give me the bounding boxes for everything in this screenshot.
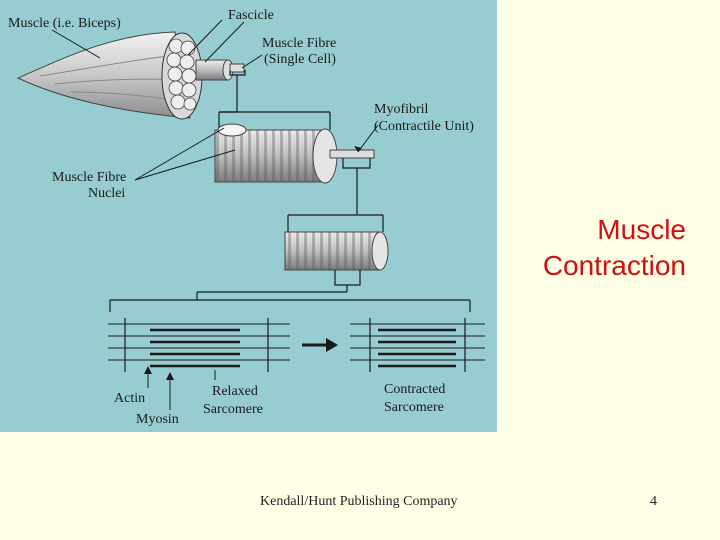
contraction-arrow xyxy=(302,338,338,352)
page-number: 4 xyxy=(650,494,657,509)
diagram-labels: Muscle (i.e. Biceps) Fascicle Muscle Fib… xyxy=(8,8,474,427)
label-fibre-nuclei-1: Muscle Fibre xyxy=(52,170,126,185)
relaxed-sarcomere-illustration xyxy=(108,318,290,372)
pointer-lines xyxy=(51,19,379,410)
slide-footer: Kendall/Hunt Publishing Company xyxy=(260,494,458,509)
label-single-cell: (Single Cell) xyxy=(264,52,336,67)
muscle-structure-diagram: Muscle (i.e. Biceps) Fascicle Muscle Fib… xyxy=(0,0,497,432)
label-relaxed: Relaxed xyxy=(212,384,258,399)
label-contracted: Contracted xyxy=(384,382,445,397)
label-fascicle: Fascicle xyxy=(228,8,274,23)
muscle-fibre-illustration xyxy=(214,123,375,184)
label-muscle-fibre: Muscle Fibre xyxy=(262,36,336,51)
slide-title-line-1: Muscle xyxy=(597,214,686,245)
myofibril-illustration xyxy=(284,231,389,271)
muscle-illustration xyxy=(16,31,245,120)
label-myosin: Myosin xyxy=(136,412,179,427)
contracted-sarcomere-illustration xyxy=(350,318,485,372)
diagram-canvas: Muscle (i.e. Biceps) Fascicle Muscle Fib… xyxy=(8,8,485,427)
connector-lines xyxy=(218,70,331,130)
label-muscle: Muscle (i.e. Biceps) xyxy=(8,16,121,31)
label-actin: Actin xyxy=(114,391,145,406)
label-contracted-sarcomere: Sarcomere xyxy=(384,400,444,415)
label-relaxed-sarcomere: Sarcomere xyxy=(203,402,263,417)
slide-title-line-2: Contraction xyxy=(542,250,686,281)
label-contractile-unit: (Contractile Unit) xyxy=(374,119,474,134)
slide-title: Muscle Contraction xyxy=(500,212,686,284)
label-fibre-nuclei-2: Nuclei xyxy=(88,186,125,201)
label-myofibril: Myofibril xyxy=(374,102,429,117)
